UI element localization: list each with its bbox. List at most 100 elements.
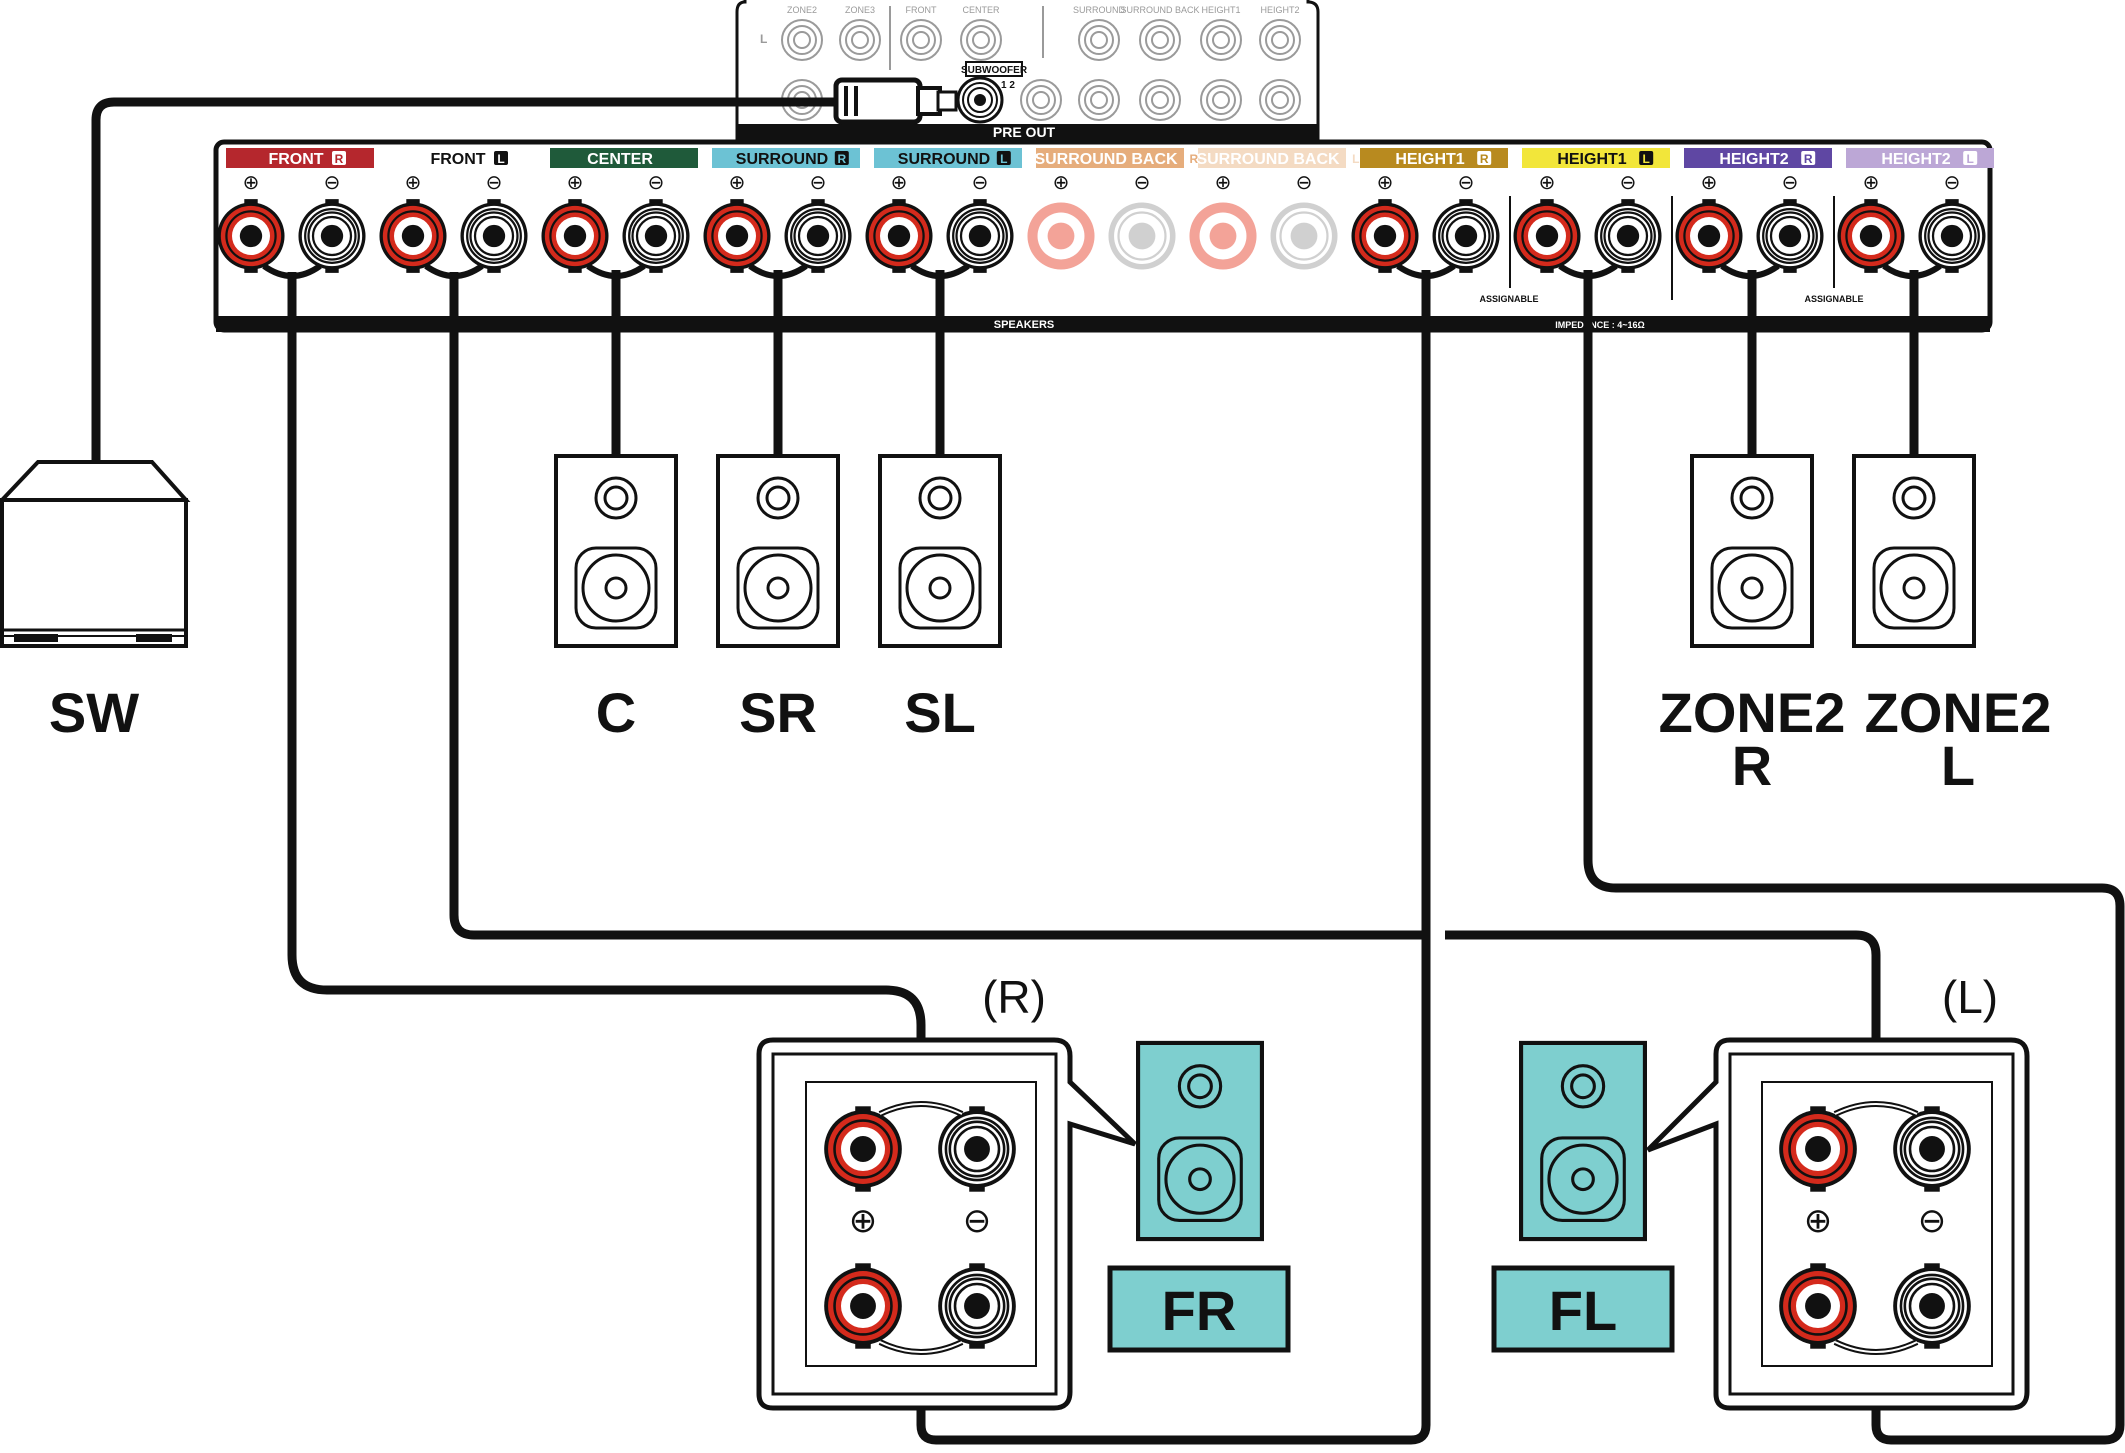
pre-out-surround-back-label: SURROUND BACK xyxy=(1120,5,1199,15)
zone3-jack-top[interactable] xyxy=(839,19,881,61)
channel-side-badge-front-r xyxy=(332,151,346,165)
channel-header-height1-r xyxy=(1360,148,1508,168)
minus-sign-height1-l: ⊖ xyxy=(1620,172,1637,194)
channel-label-height1-r: HEIGHT1 xyxy=(1395,151,1464,168)
plus-sign-center: ⊕ xyxy=(567,172,584,194)
height2-jack-top[interactable] xyxy=(1259,19,1301,61)
channel-side-height1-r: R xyxy=(1480,152,1489,166)
plus-sign-height1-r: ⊕ xyxy=(1377,172,1394,194)
height1-jack-top[interactable] xyxy=(1200,19,1242,61)
center-jack-bottom[interactable] xyxy=(1020,79,1062,121)
pre-out-label: PRE OUT xyxy=(993,124,1056,140)
plus-sign-front-l: ⊕ xyxy=(405,172,422,194)
front-l-cable-continued xyxy=(1445,930,1881,1095)
channel-header-surround-back-r xyxy=(1036,148,1184,168)
channel-label-center: CENTER xyxy=(587,151,653,168)
channel-header-height2-l xyxy=(1846,148,1994,168)
left-paren-label: (L) xyxy=(1942,971,1998,1023)
terminal-minus-surround-back-r[interactable] xyxy=(1107,201,1177,271)
center-jack-top[interactable] xyxy=(960,19,1002,61)
zone2-l-label-top: ZONE2 xyxy=(1865,681,2052,744)
channel-label-surround-back-r: SURROUND BACK xyxy=(1034,151,1178,168)
speaker-terminal-panel: SPEAKERS IMPEDANCE : 4~16Ω ASSIGNABLE AS… xyxy=(213,139,1993,333)
height1-jack-bottom[interactable] xyxy=(1200,79,1242,121)
channel-header-surround-l xyxy=(874,148,1022,168)
sl-label: SL xyxy=(904,681,976,744)
terminal-plus-surround-back-l[interactable] xyxy=(1189,202,1257,270)
channel-side-height1-l: L xyxy=(1643,152,1650,166)
assignable-label-height2: ASSIGNABLE xyxy=(1804,294,1863,304)
sr-label: SR xyxy=(739,681,817,744)
channel-side-surround-back-l: L xyxy=(1352,152,1359,166)
zone2-l-speaker xyxy=(1852,454,1976,648)
pre-out-panel: PRE OUT L ZONE2 ZONE3 FRONT CENTER SURRO… xyxy=(735,0,1320,140)
front-left-detail: (L) FL ⊕ ⊖ xyxy=(1491,971,2030,1411)
channel-side-badge-height1-l xyxy=(1639,151,1654,165)
channel-label-front-r: FRONT xyxy=(268,151,323,168)
channel-header-height1-l xyxy=(1522,148,1670,168)
rca-plug xyxy=(833,77,958,125)
channel-label-front-l: FRONT xyxy=(430,151,485,168)
plus-sign-height2-r: ⊕ xyxy=(1701,172,1718,194)
channel-side-badge-surround-back-r xyxy=(1186,151,1201,165)
channel-label-surround-r: SURROUND xyxy=(736,151,828,168)
zone2-l-label-bottom: L xyxy=(1941,734,1975,797)
channel-side-surround-back-r: R xyxy=(1189,152,1198,166)
fl-minus-sign: ⊖ xyxy=(1918,1202,1947,1240)
surround-jack-top[interactable] xyxy=(1078,19,1120,61)
fr-plus-sign: ⊕ xyxy=(849,1202,878,1240)
plus-sign-height1-l: ⊕ xyxy=(1539,172,1556,194)
fr-speaker xyxy=(1138,1043,1262,1239)
channel-height1-l: HEIGHT1 L ⊕ ⊖ xyxy=(1512,148,1670,279)
plus-sign-surround-back-l: ⊕ xyxy=(1215,172,1232,194)
channel-center: CENTER⊕⊖ xyxy=(540,148,698,279)
minus-sign-surround-back-r: ⊖ xyxy=(1134,172,1151,194)
zone2-jack-top[interactable] xyxy=(781,19,823,61)
assignable-label-height1: ASSIGNABLE xyxy=(1479,294,1538,304)
subwoofer-box xyxy=(0,460,191,648)
pre-out-height2-label: HEIGHT2 xyxy=(1260,5,1299,15)
channel-label-surround-l: SURROUND xyxy=(898,151,990,168)
channel-side-front-l: L xyxy=(497,152,504,166)
terminal-plus-surround-back-r[interactable] xyxy=(1027,202,1095,270)
front-right-detail: (R) ⊕ ⊖ FR xyxy=(756,971,1291,1411)
channel-side-front-r: R xyxy=(335,152,344,166)
channel-side-surround-r: R xyxy=(837,152,846,166)
surround-jack-bottom[interactable] xyxy=(1078,79,1120,121)
subwoofer-label: SUBWOOFER xyxy=(961,65,1028,76)
channel-side-badge-surround-l xyxy=(996,151,1011,165)
plus-sign-surround-l: ⊕ xyxy=(891,172,908,194)
zone2-r-speaker xyxy=(1690,454,1814,648)
right-paren-label: (R) xyxy=(982,971,1046,1023)
minus-sign-height2-l: ⊖ xyxy=(1944,172,1961,194)
minus-sign-front-r: ⊖ xyxy=(324,172,341,194)
surround-back-jack-top[interactable] xyxy=(1139,19,1181,61)
channel-label-surround-back-l: SURROUND BACK xyxy=(1196,151,1340,168)
height2-jack-bottom[interactable] xyxy=(1259,79,1301,121)
subwoofer-1-jack[interactable] xyxy=(956,76,1004,124)
c-label: C xyxy=(596,681,636,744)
pre-out-zone2-label: ZONE2 xyxy=(787,5,817,15)
pre-out-zone3-label: ZONE3 xyxy=(845,5,875,15)
surround-back-jack-bottom[interactable] xyxy=(1139,79,1181,121)
minus-sign-surround-l: ⊖ xyxy=(972,172,989,194)
channel-side-badge-surround-r xyxy=(834,151,849,165)
front-jack-top[interactable] xyxy=(900,19,942,61)
surround-r-speaker xyxy=(716,454,840,648)
fl-label: FL xyxy=(1549,1279,1617,1342)
minus-sign-height2-r: ⊖ xyxy=(1782,172,1799,194)
channel-label-height1-l: HEIGHT1 xyxy=(1557,151,1626,168)
plus-sign-height2-l: ⊕ xyxy=(1863,172,1880,194)
pre-out-surround-label: SURROUND xyxy=(1073,5,1126,15)
front-r-return-cable xyxy=(916,270,1431,1445)
plus-sign-front-r: ⊕ xyxy=(243,172,260,194)
terminal-minus-surround-back-l[interactable] xyxy=(1269,201,1339,271)
subwoofer-cable xyxy=(91,97,838,462)
center-speaker xyxy=(554,454,678,648)
pre-out-front-label: FRONT xyxy=(906,5,937,15)
channel-label-height2-l: HEIGHT2 xyxy=(1881,151,1950,168)
pre-out-left-mark: L xyxy=(760,32,767,46)
